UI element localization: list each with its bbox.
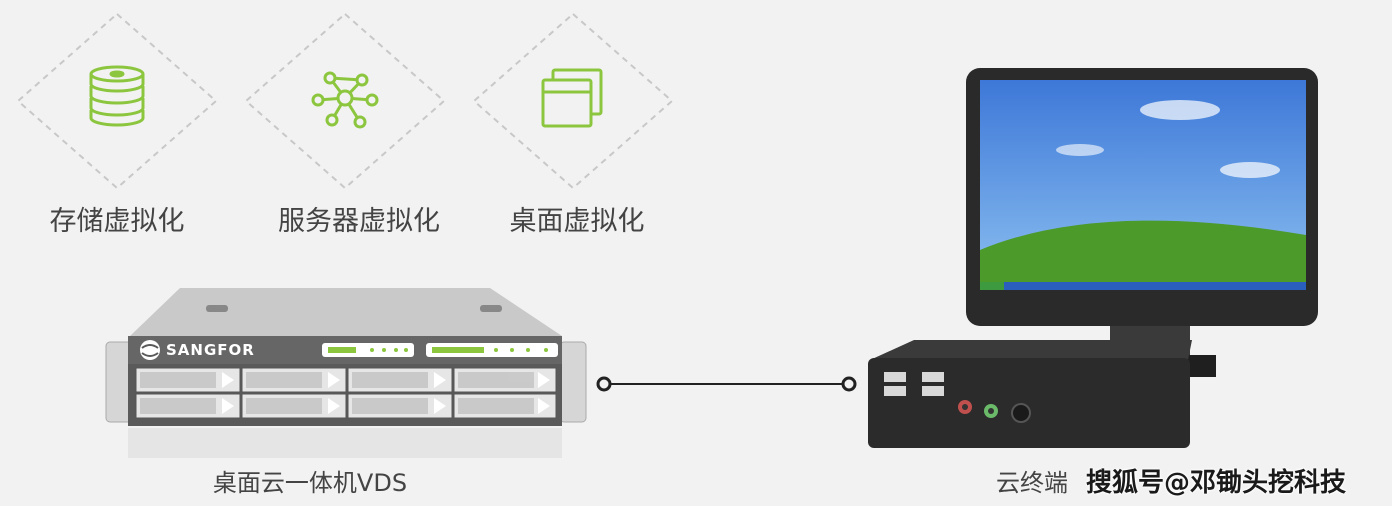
windows-stack-icon — [541, 68, 603, 128]
thin-client-box — [868, 340, 1216, 448]
server-brand-logo: SANGFOR — [166, 341, 255, 359]
feature-label-desktop: 桌面虚拟化 — [509, 206, 645, 237]
storage-stack-icon — [89, 65, 145, 127]
watermark: 搜狐号@邓锄头挖科技 — [1086, 468, 1347, 498]
monitor — [966, 68, 1318, 358]
network-nodes-icon — [311, 71, 379, 129]
connection-line — [596, 376, 857, 392]
terminal-label: 云终端 — [996, 469, 1068, 497]
feature-label-server: 服务器虚拟化 — [278, 206, 440, 237]
feature-diamond-storage — [16, 12, 218, 190]
server-label: 桌面云一体机VDS — [212, 469, 408, 497]
server-appliance — [105, 288, 587, 458]
feature-label-storage: 存储虚拟化 — [49, 206, 185, 237]
